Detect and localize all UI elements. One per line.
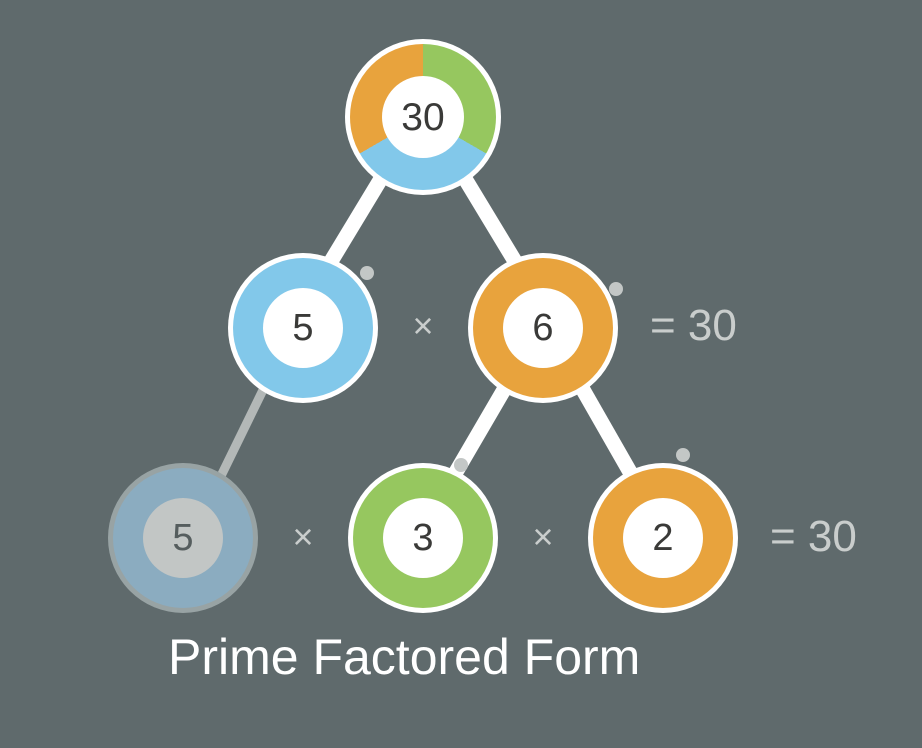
node-marker-dot	[609, 282, 623, 296]
node-marker-dot	[454, 458, 468, 472]
op-row1-times: ×	[412, 305, 434, 346]
eq-row1: = 30	[650, 301, 737, 350]
node-value-hub: 6	[503, 288, 583, 368]
edge-6-to-2	[575, 384, 637, 476]
node-value-text: 2	[652, 517, 674, 559]
page-caption: Prime Factored Form	[168, 629, 641, 685]
node-marker-dot	[360, 266, 374, 280]
factor-node-6[interactable]: 6	[468, 253, 618, 403]
op-row2-times-1: ×	[292, 516, 314, 557]
node-value-text: 3	[412, 517, 434, 559]
node-value-hub: 3	[383, 498, 463, 578]
edge-root-to-5	[323, 173, 389, 267]
edge-root-to-6	[457, 173, 523, 267]
op-row2-times-2: ×	[532, 516, 554, 557]
node-value-hub: 2	[623, 498, 703, 578]
edge-5-to-5carried	[215, 388, 268, 480]
node-value-hub: 5	[143, 498, 223, 578]
node-marker-dot	[676, 448, 690, 462]
node-value-text: 5	[292, 307, 314, 349]
factor-node-5-dimmed[interactable]: 5	[108, 463, 258, 613]
factor-node-3[interactable]: 3	[348, 463, 498, 613]
node-value-text: 6	[532, 307, 554, 349]
node-value-hub: 30	[382, 76, 464, 158]
factor-node-30[interactable]: 30	[345, 39, 501, 195]
node-value-text: 30	[401, 95, 445, 139]
node-value-hub: 5	[263, 288, 343, 368]
factor-node-5[interactable]: 5	[228, 253, 378, 403]
node-value-text: 5	[172, 517, 194, 559]
eq-row2: = 30	[770, 512, 857, 561]
factor-node-2[interactable]: 2	[588, 463, 738, 613]
